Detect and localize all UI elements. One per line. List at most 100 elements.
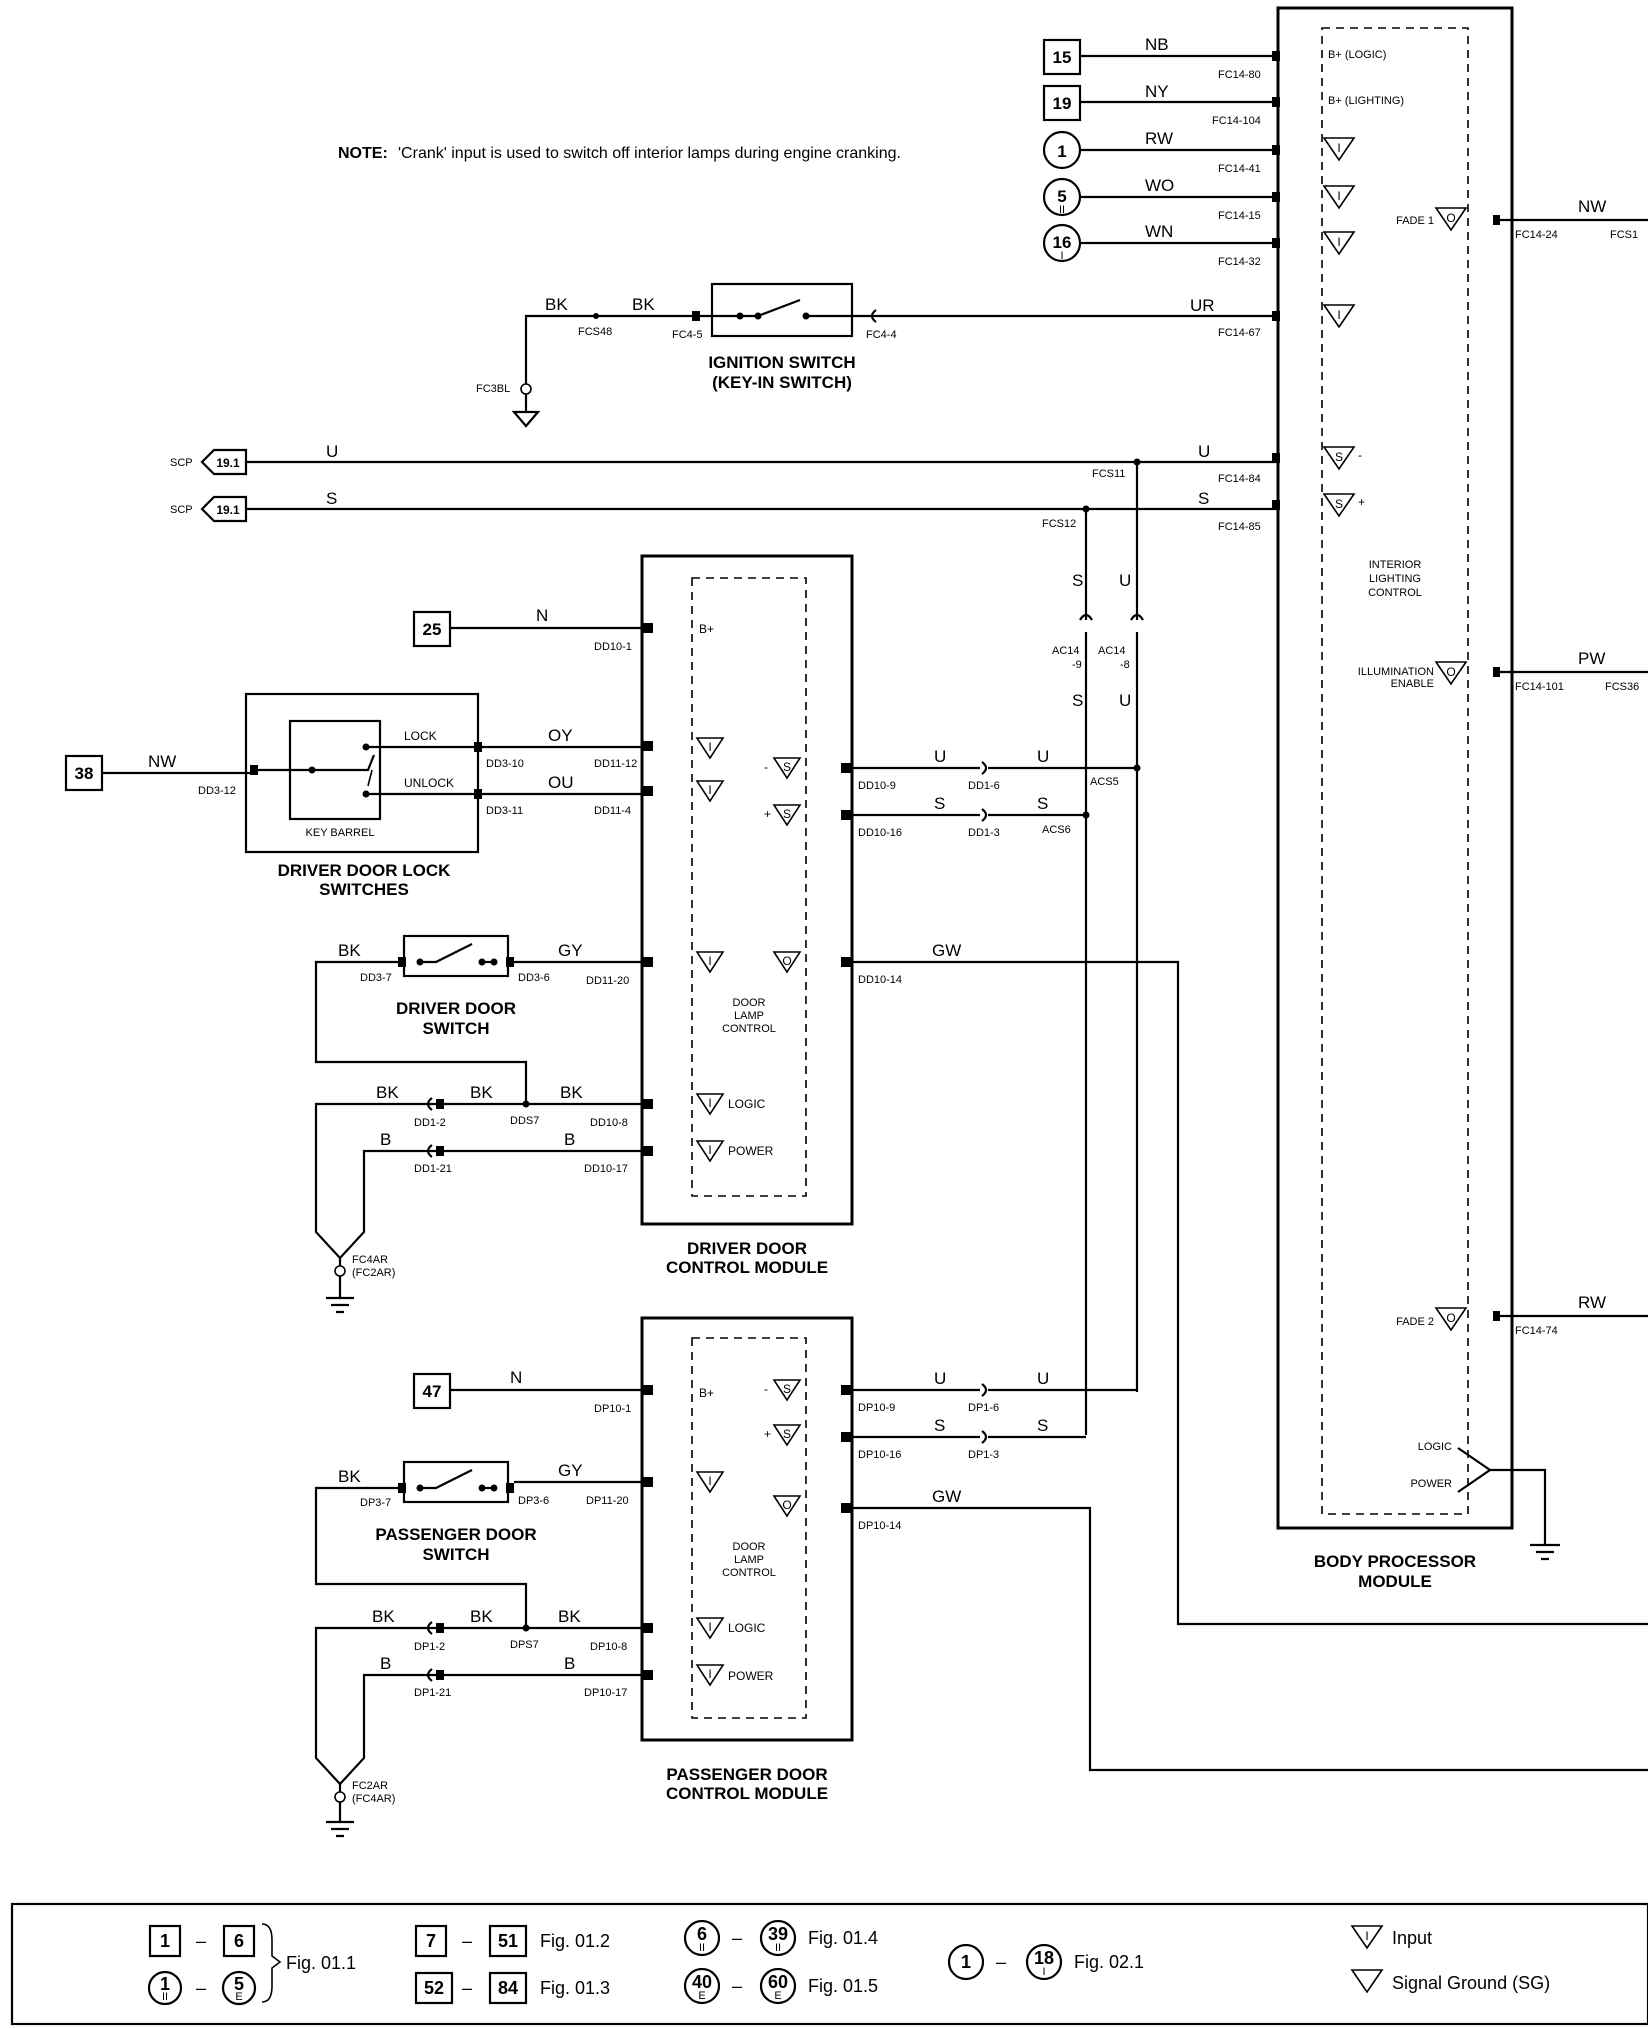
wire-u-dd-left: U [934, 747, 946, 766]
legend-signal-ground: Signal Ground (SG) [1350, 1969, 1550, 1994]
pin-fcs11: FCS11 [1092, 468, 1125, 480]
bpm-b-lighting-label: B+ (LIGHTING) [1328, 95, 1404, 107]
pdcm-title-2: CONTROL MODULE [666, 1784, 828, 1803]
wire-nw-fade1: NW [1578, 197, 1606, 216]
pdcm-power: POWER [728, 1669, 774, 1683]
bpm-logic-label: LOGIC [1418, 1441, 1452, 1453]
ilc-label-3: CONTROL [1368, 587, 1422, 599]
legend-input: I Input [1350, 1925, 1432, 1950]
svg-text:–: – [996, 1952, 1006, 1972]
wire-gy-dd: GY [558, 941, 583, 960]
pdcm-logic: LOGIC [728, 1621, 766, 1635]
pin-fc14-24: FC14-24 [1515, 229, 1558, 241]
svg-text:39: 39 [768, 1924, 788, 1944]
svg-text:Fig. 01.5: Fig. 01.5 [808, 1976, 878, 1996]
pin-acs6: ACS6 [1042, 824, 1071, 836]
svg-text:Signal Ground (SG): Signal Ground (SG) [1392, 1973, 1550, 1993]
svg-text:E: E [774, 1990, 781, 2002]
wire-pw: PW [1578, 649, 1605, 668]
svg-text:S: S [1335, 497, 1343, 511]
pin-dd10-8: DD10-8 [590, 1117, 628, 1129]
dd-switch-title-2: SWITCH [422, 1019, 489, 1038]
svg-text:O: O [782, 1498, 791, 1512]
svg-text:-: - [1358, 448, 1362, 462]
note-prefix: NOTE: [338, 145, 388, 162]
svg-text:6: 6 [234, 1931, 244, 1951]
svg-text:O: O [1446, 211, 1455, 225]
pin-ac14-8-num: -8 [1120, 659, 1130, 671]
svg-text:18: 18 [1034, 1948, 1054, 1968]
pin-dd1-21: DD1-21 [414, 1163, 452, 1175]
wire-nw-38: NW [148, 752, 176, 771]
scp-ref-2: SCP 19.1 [170, 495, 248, 523]
ddcm-logic: LOGIC [728, 1097, 766, 1111]
pin-fc4ar: FC4AR [352, 1254, 388, 1266]
wire-u-bus-mid: U [1119, 691, 1131, 710]
wire-s-dd-right: S [1037, 794, 1048, 813]
svg-text:19.1: 19.1 [216, 456, 240, 470]
wire-bk-dp1-2: BK [372, 1607, 395, 1626]
ddcm-symbols: I I I I I S- S+ O [695, 737, 802, 1163]
svg-text:Fig. 01.3: Fig. 01.3 [540, 1978, 610, 1998]
svg-text:S: S [1335, 450, 1343, 464]
svg-text:I: I [1365, 1929, 1368, 1943]
svg-text:16: 16 [1053, 233, 1072, 252]
scp-ref-1: SCP 19.1 [170, 448, 248, 476]
bpm-title-1: BODY PROCESSOR [1314, 1552, 1476, 1571]
passenger-door-control-module-box [640, 1316, 854, 1742]
ref-15: 15 [1042, 38, 1082, 76]
pin-dd11-12: DD11-12 [594, 758, 637, 770]
wire-s-bus-top: S [1072, 571, 1083, 590]
svg-text:6: 6 [697, 1924, 707, 1944]
wire-u-dp-right: U [1037, 1369, 1049, 1388]
wire-s-dd-left: S [934, 794, 945, 813]
wire-rw-fade2: RW [1578, 1293, 1606, 1312]
pin-fc4-5: FC4-5 [672, 329, 703, 341]
svg-text:S: S [783, 807, 791, 821]
ref-1: 1 [1042, 130, 1082, 170]
wire-u-scp-right: U [1198, 442, 1210, 461]
pin-fc2ar: FC2AR [352, 1780, 388, 1792]
fade1-label: FADE 1 [1396, 215, 1434, 227]
svg-text:I: I [1337, 235, 1340, 249]
svg-text:Fig. 01.2: Fig. 01.2 [540, 1931, 610, 1951]
svg-text:-: - [764, 1382, 768, 1396]
pdcm-symbols: I I I S- S+ O [695, 1379, 802, 1687]
svg-text:S: S [783, 1427, 791, 1441]
svg-text:19.1: 19.1 [216, 503, 240, 517]
svg-text:O: O [1446, 665, 1455, 679]
svg-text:–: – [462, 1978, 472, 1998]
pin-dp10-16: DP10-16 [858, 1449, 901, 1461]
svg-text:47: 47 [423, 1382, 442, 1401]
wire-bk-dds7: BK [470, 1083, 493, 1102]
svg-text:I: I [708, 740, 711, 754]
pin-dps7: DPS7 [510, 1639, 539, 1651]
wire-u-dd-right: U [1037, 747, 1049, 766]
svg-text:7: 7 [426, 1931, 436, 1951]
svg-text:I: I [1337, 189, 1340, 203]
driver-door-switch-box [402, 934, 510, 978]
illum-label-2: ENABLE [1391, 678, 1434, 690]
ddcm-title-2: CONTROL MODULE [666, 1258, 828, 1277]
svg-text:–: – [462, 1931, 472, 1951]
svg-text:I: I [1337, 308, 1340, 322]
svg-text:II: II [699, 1942, 705, 1954]
ilc-label-1: INTERIOR [1369, 559, 1422, 571]
pin-ac14-9: AC14 [1052, 645, 1080, 657]
svg-text:Fig. 01.1: Fig. 01.1 [286, 1953, 356, 1973]
svg-text:5: 5 [234, 1974, 244, 1994]
svg-text:O: O [782, 954, 791, 968]
wire-bk-ign-2: BK [632, 295, 655, 314]
ilc-label-2: LIGHTING [1369, 573, 1421, 585]
svg-text:38: 38 [75, 764, 94, 783]
wire-ur: UR [1190, 296, 1215, 315]
svg-text:I: I [708, 1620, 711, 1634]
pin-dd11-4: DD11-4 [594, 805, 631, 817]
fade2-label: FADE 2 [1396, 1316, 1434, 1328]
wire-b-dd1-21: B [380, 1130, 391, 1149]
wire-bk-dd10-8: BK [560, 1083, 583, 1102]
wire-wo: WO [1145, 176, 1174, 195]
svg-text:I: I [708, 1143, 711, 1157]
svg-text:60: 60 [768, 1972, 788, 1992]
pin-dd10-9: DD10-9 [858, 780, 896, 792]
